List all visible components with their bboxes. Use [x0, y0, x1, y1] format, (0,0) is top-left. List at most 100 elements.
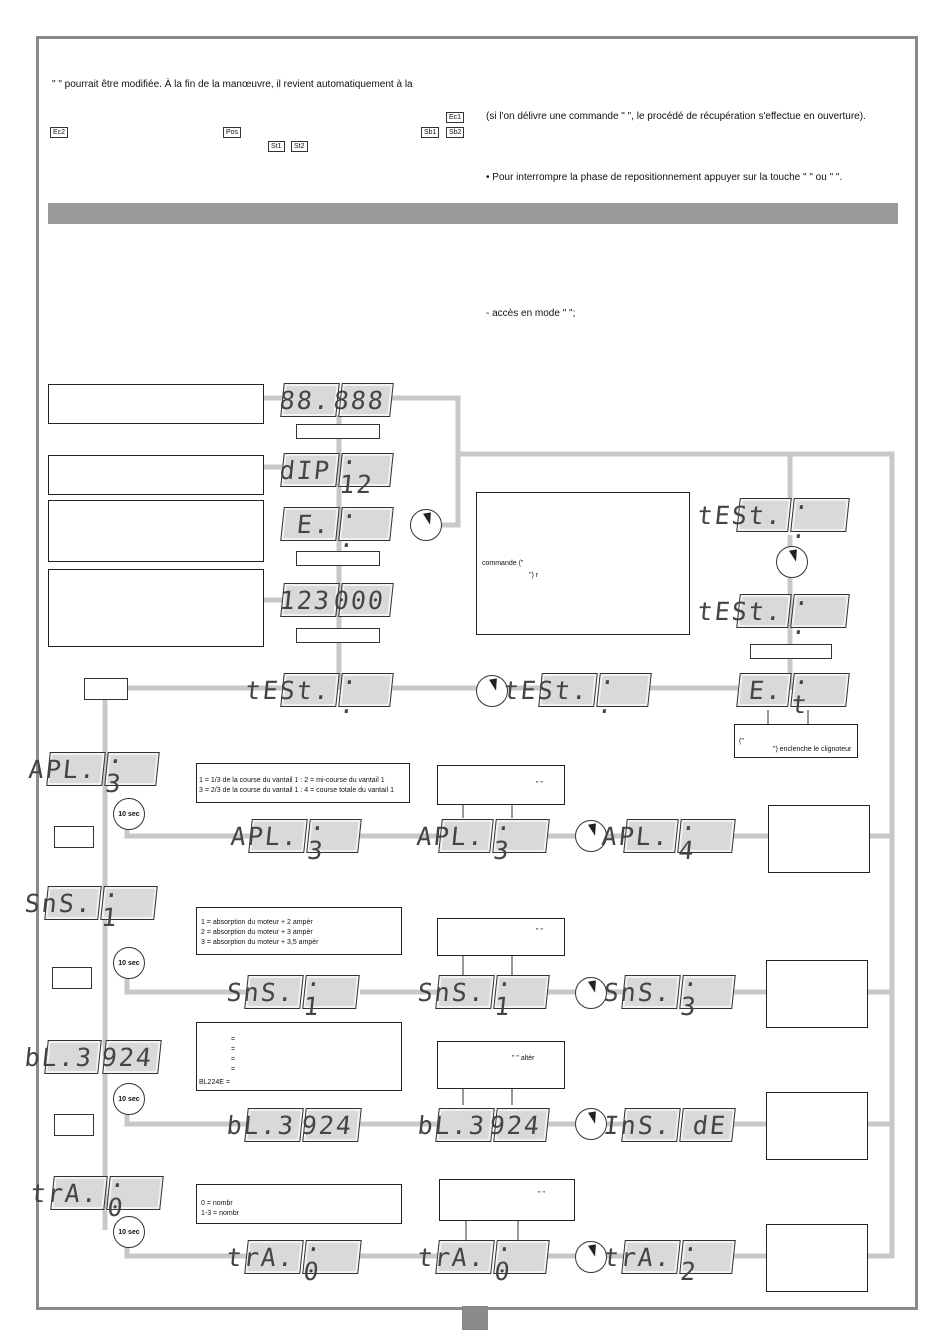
- display-apl: APL.: [27, 752, 106, 786]
- display-bl-edit: bL.3: [416, 1108, 495, 1142]
- display-apl-blink: APL.: [229, 819, 308, 853]
- bl-options-box: = = = = BL224E =: [196, 1022, 402, 1091]
- display-bl-blink-value: 924: [300, 1108, 362, 1142]
- display-sns-blink-value: . 1: [302, 963, 360, 1021]
- timer-icon: [476, 675, 508, 707]
- display-seg-b: 888: [332, 383, 394, 417]
- sns-option-line3: 3 = absorption du moteur + 3,5 ampèr: [201, 939, 319, 946]
- intro-line: " " pourrait être modifiée. À la fin de …: [52, 79, 413, 90]
- display-test-blink-a: tESt.: [502, 673, 598, 707]
- result-box: [766, 960, 868, 1028]
- quote-marks: " ": [536, 781, 543, 788]
- display-test3-a: tESt.: [696, 498, 792, 532]
- display-sns-edit-value: . 1: [493, 963, 550, 1021]
- timer-10sec-icon: 10 sec: [113, 1083, 145, 1115]
- info-box-1: [48, 384, 264, 424]
- display-tra-value: . 0: [106, 1164, 164, 1222]
- display-sns: SnS.: [23, 886, 102, 920]
- tra-option-line1: 0 = nombr: [201, 1200, 233, 1207]
- display-apl-blink-value: . 3: [306, 807, 362, 865]
- label-box: [296, 424, 380, 439]
- sns-key-box: " ": [437, 918, 565, 956]
- result-box: [766, 1092, 868, 1160]
- display-apl-new: APL.: [600, 819, 679, 853]
- section-header-band: [48, 203, 898, 224]
- bl-eq-3: =: [231, 1056, 236, 1063]
- display-tra: trA.: [29, 1176, 108, 1210]
- access-mode-note: - accès en mode " ";: [486, 308, 576, 319]
- result-box: [768, 805, 870, 873]
- display-tra-new-value: . 2: [679, 1228, 736, 1286]
- display-tra-new: trA.: [602, 1240, 681, 1274]
- display-test-blink-b: . .: [596, 661, 652, 719]
- display-tra-edit-value: . 0: [493, 1228, 550, 1286]
- display-count-b: 000: [332, 583, 394, 617]
- key-box: [84, 678, 128, 700]
- display-test3-b: . .: [790, 486, 850, 544]
- tra-option-line2: 1-3 = nombr: [201, 1210, 239, 1217]
- quote-marks: " ": [538, 1191, 545, 1198]
- quote-marks: " ": [536, 928, 543, 935]
- info-box-2: [48, 455, 264, 495]
- display-bl-blink: bL.3: [225, 1108, 304, 1142]
- display-test-b: . .: [338, 661, 394, 719]
- command-note-b: ") r: [529, 572, 539, 579]
- timer-10sec-icon: 10 sec: [113, 947, 145, 979]
- display-et-a: E.: [736, 673, 792, 707]
- display-bl-de: dE: [679, 1108, 736, 1142]
- interrupt-note: • Pour interrompre la phase de repositio…: [486, 172, 843, 183]
- display-sns-edit: SnS.: [416, 975, 495, 1009]
- timer-icon: [575, 1108, 607, 1140]
- command-note-a: commande (": [482, 560, 524, 567]
- glyph-st1: St1: [268, 141, 285, 152]
- display-et-b: . t: [790, 661, 850, 719]
- timer-icon: [575, 1241, 607, 1273]
- timer-10sec-icon: 10 sec: [113, 798, 145, 830]
- key-box: [54, 826, 94, 848]
- sns-option-line2: 2 = absorption du moteur + 3 ampèr: [201, 929, 313, 936]
- label-box: [296, 551, 380, 566]
- bl-alter-note: " " altèr: [512, 1055, 535, 1062]
- sns-options-box: 1 = absorption du moteur + 2 ampèr 2 = a…: [196, 907, 402, 955]
- timer-icon: [410, 509, 442, 541]
- display-bl-edit-value: 924: [488, 1108, 550, 1142]
- glyph-st2: St2: [291, 141, 308, 152]
- apl-option-line1: 1 = 1/3 de la course du vantail 1 : 2 = …: [199, 777, 385, 784]
- glyph-pos: Pos: [223, 127, 242, 138]
- display-sns-blink: SnS.: [225, 975, 304, 1009]
- bl-key-box: " " altèr: [437, 1041, 565, 1089]
- display-e-b: . .: [338, 495, 394, 553]
- glyph-ec1: Ec1: [446, 112, 465, 123]
- sns-option-line1: 1 = absorption du moteur + 2 ampèr: [201, 919, 313, 926]
- flasher-note-b: ") enclenche le clignoteur: [773, 746, 852, 753]
- timer-icon: [575, 820, 607, 852]
- display-test2-b: . .: [790, 582, 850, 640]
- label-box: [750, 644, 832, 659]
- display-test-a: tESt.: [244, 673, 340, 707]
- info-box-4: [48, 569, 264, 647]
- recovery-note: (si l'on délivre une commande " ", le pr…: [486, 111, 866, 122]
- display-sns-new-value: . 3: [679, 963, 736, 1021]
- apl-key-box: " ": [437, 765, 565, 805]
- key-box: [52, 967, 92, 989]
- apl-option-line2: 3 = 2/3 de la course du vantail 1 : 4 = …: [199, 787, 394, 794]
- display-dip-b: . 12: [338, 441, 394, 499]
- glyph-ec2: Ec2: [50, 127, 69, 138]
- command-note-box: commande (" ") r: [476, 492, 690, 635]
- bl-eq-2: =: [231, 1046, 236, 1053]
- timer-10sec-icon: 10 sec: [113, 1216, 145, 1248]
- flasher-note-a: (": [739, 738, 744, 745]
- display-bl: bL.3: [23, 1040, 102, 1074]
- label-box: [296, 628, 380, 643]
- result-box: [766, 1224, 868, 1292]
- timer-icon: [575, 977, 607, 1009]
- display-bl-ins: InS.: [602, 1108, 681, 1142]
- key-box: [54, 1114, 94, 1136]
- display-e-a: E.: [280, 507, 340, 541]
- timer-icon: [776, 546, 808, 578]
- display-seg-a: 88.: [278, 383, 340, 417]
- display-sns-value: . 1: [100, 874, 158, 932]
- glyph-sb1: Sb1: [421, 127, 440, 138]
- info-box-3: [48, 500, 264, 562]
- display-tra-blink-value: . 0: [302, 1228, 362, 1286]
